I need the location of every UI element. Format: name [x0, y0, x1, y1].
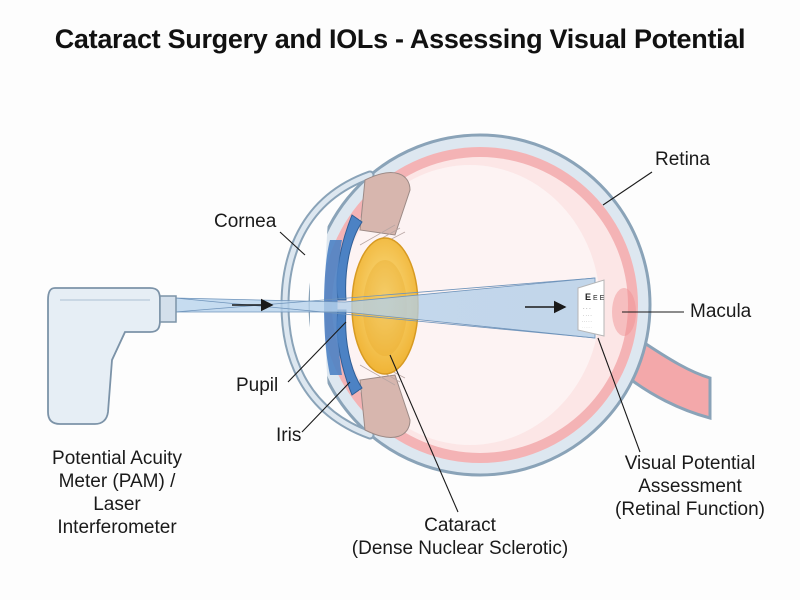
label-pupil: Pupil — [236, 375, 279, 396]
leader-cornea — [279, 231, 306, 256]
leader-cataract — [389, 354, 459, 513]
label-macula: Macula — [690, 301, 752, 322]
eye-chart-row-3: · · · · — [583, 313, 592, 318]
label-device: Potential Acuity Meter (PAM) / Laser Int… — [52, 448, 182, 538]
eye-chart-row-4: · · · · · — [582, 320, 592, 324]
eye-chart: E E E · · · · · · · · · · · · · · · · · … — [577, 279, 605, 337]
eye-chart-big-letter: E — [585, 292, 591, 302]
pam-device — [47, 287, 177, 425]
iris — [336, 214, 363, 301]
leader-visual-potential — [597, 337, 641, 453]
ciliary-body-upper — [359, 172, 411, 236]
eye-chart-row-2: · · · — [583, 306, 591, 312]
leader-iris — [301, 381, 351, 433]
label-cornea: Cornea — [214, 211, 277, 232]
leader-pupil — [287, 321, 347, 383]
page-title: Cataract Surgery and IOLs - Assessing Vi… — [54, 24, 746, 54]
eye-chart-row-5: · · · · · · — [582, 325, 592, 329]
leader-retina — [602, 171, 653, 206]
label-cataract: Cataract (Dense Nuclear Sclerotic) — [351, 515, 569, 559]
label-iris: Iris — [276, 425, 302, 446]
label-visual-potential: Visual Potential Assessment (Retinal Fun… — [615, 453, 765, 520]
label-retina: Retina — [655, 149, 710, 170]
optic-nerve — [623, 337, 712, 420]
ciliary-body-lower — [359, 374, 411, 438]
eye-chart-row-1: E E — [593, 295, 605, 302]
